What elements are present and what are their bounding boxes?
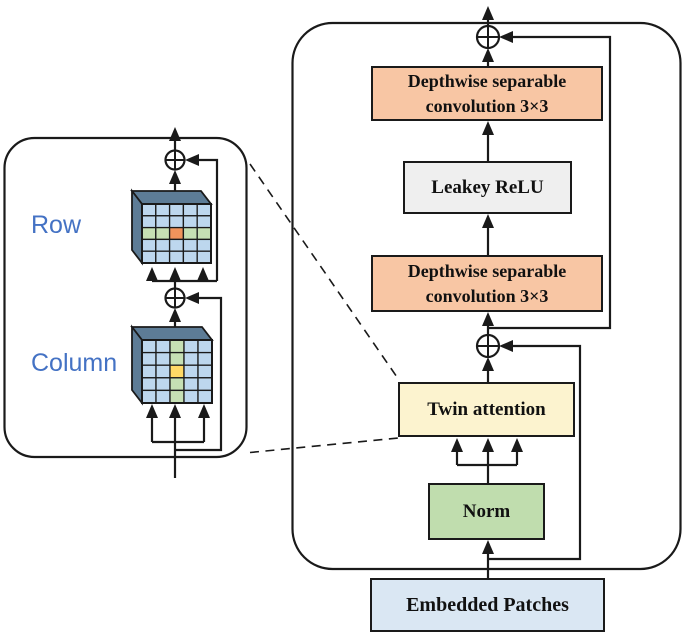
twin-attention-inset-outline [3,136,248,459]
dashed-connector-bottom [249,437,399,454]
column-label: Column [31,349,118,377]
leaky-relu-box: Leakey ReLU [403,161,572,214]
depthwise-conv-top-box: Depthwise separable convolution 3×3 [371,66,603,121]
skip-connection-attention-branch [488,340,582,561]
transformer-block-outline [291,21,682,571]
skip-connection-conv-branch [488,31,612,330]
depthwise-conv-bottom-box: Depthwise separable convolution 3×3 [371,255,603,312]
row-attention-cube [130,188,213,266]
column-attention-cube [130,324,214,406]
sum-icon [475,333,501,359]
sum-icon [475,24,501,50]
embedded-patches-box: Embedded Patches [370,578,605,632]
twin-attention-box: Twin attention [398,382,575,437]
norm-box: Norm [428,483,545,540]
sum-icon [164,287,186,309]
skip-connection-row-branch [185,154,219,281]
sum-icon [164,149,186,171]
row-label: Row [31,211,82,239]
skip-connection-column-branch [175,292,223,452]
dashed-connector-top [249,163,400,381]
